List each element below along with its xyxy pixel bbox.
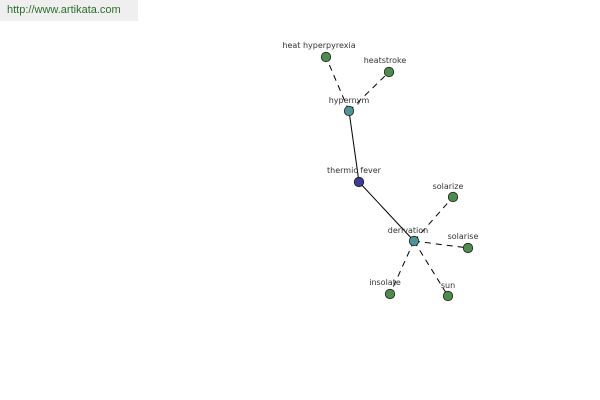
site-url-link[interactable]: http://www.artikata.com	[7, 4, 121, 16]
url-banner: http://www.artikata.com	[0, 0, 138, 21]
edge-derivation-to-insolate	[389, 240, 415, 295]
nodes-layer	[320, 51, 474, 302]
edge-thermic-fever-to-derivation	[358, 181, 415, 242]
node-label-sun: sun	[441, 281, 455, 290]
node-heat-hyperpyrexia[interactable]	[320, 51, 332, 63]
node-solarize[interactable]	[447, 191, 459, 203]
node-thermic-fever[interactable]	[353, 176, 365, 188]
node-label-insolate: insolate	[369, 278, 401, 287]
node-solarise[interactable]	[462, 242, 474, 254]
node-heatstroke[interactable]	[383, 66, 395, 78]
edges-layer	[325, 56, 469, 297]
node-label-hypernym: hypernym	[329, 96, 370, 105]
node-label-heatstroke: heatstroke	[364, 56, 407, 65]
edge-hypernym-to-heatstroke	[348, 71, 390, 112]
edge-thermic-fever-to-hypernym	[348, 110, 360, 183]
edge-derivation-to-solarise	[413, 240, 469, 249]
node-derivation[interactable]	[408, 235, 420, 247]
node-insolate[interactable]	[384, 288, 396, 300]
node-sun[interactable]	[442, 290, 454, 302]
edge-hypernym-to-heat-hyperpyrexia	[325, 56, 350, 112]
node-hypernym[interactable]	[343, 105, 355, 117]
edge-derivation-to-solarize	[413, 196, 454, 242]
node-label-thermic-fever: thermic fever	[327, 166, 382, 175]
node-label-heat-hyperpyrexia: heat hyperpyrexia	[282, 41, 355, 50]
labels-layer: thermic fever hypernym derivation heat hype…	[282, 41, 478, 290]
node-label-solarise: solarise	[448, 232, 479, 241]
node-label-solarize: solarize	[433, 182, 464, 191]
node-label-derivation: derivation	[388, 226, 428, 235]
